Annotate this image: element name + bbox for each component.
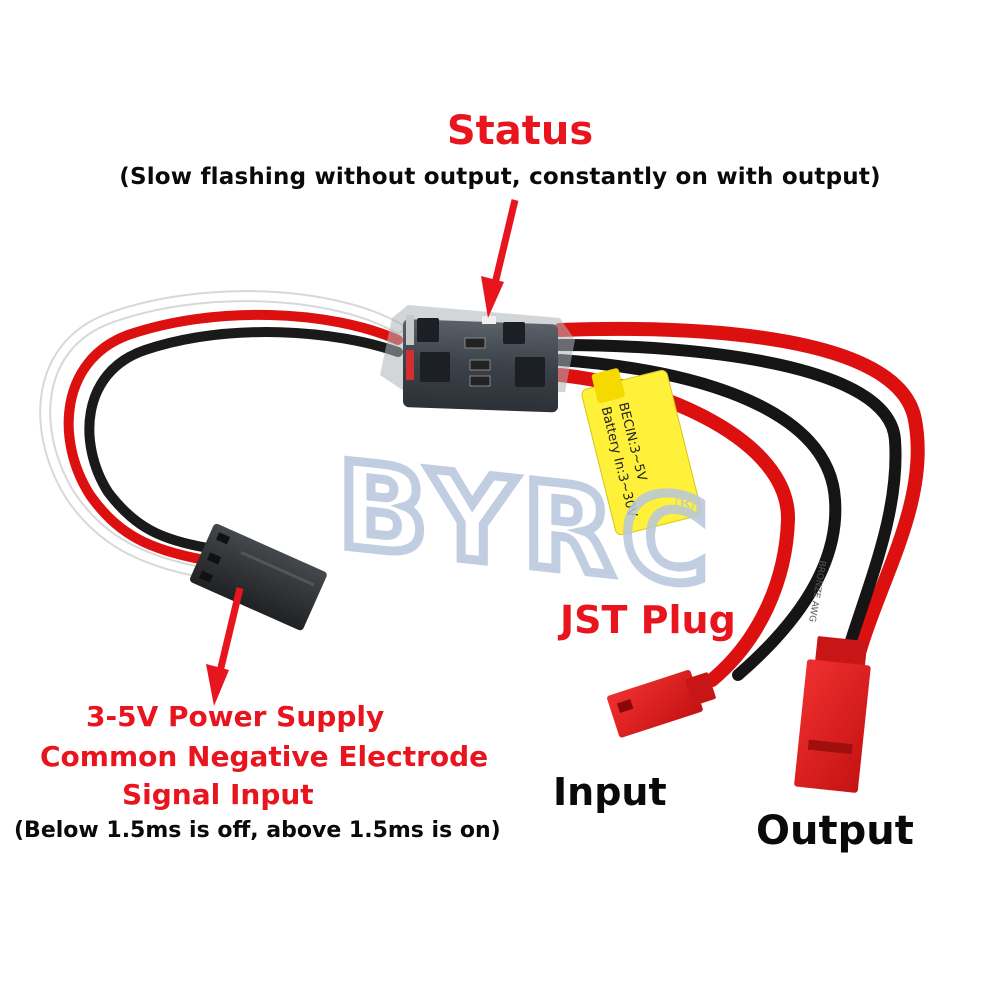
output-wire-black bbox=[554, 339, 902, 656]
status-title: Status bbox=[446, 108, 594, 154]
common-negative-label: Common Negative Electrode bbox=[40, 740, 489, 773]
status-arrow-line bbox=[489, 199, 519, 293]
status-arrow-head bbox=[481, 276, 504, 318]
output-label: Output bbox=[756, 808, 914, 854]
servo-plug bbox=[190, 523, 327, 631]
arrows bbox=[206, 199, 519, 706]
servo-wire-black bbox=[84, 327, 403, 553]
input-wire-black bbox=[554, 354, 842, 681]
signal-input-label: Signal Input bbox=[122, 778, 314, 811]
input-label: Input bbox=[553, 770, 667, 814]
jst-output-plug bbox=[794, 636, 871, 793]
power-arrow-line bbox=[214, 587, 244, 681]
output-wire-red bbox=[553, 321, 925, 657]
status-description: (Slow flashing without output, constantl… bbox=[119, 164, 881, 190]
power-arrow-head bbox=[206, 664, 229, 706]
jst-plug-label: JST Plug bbox=[560, 598, 736, 642]
servo-wire-white-core bbox=[41, 292, 402, 576]
power-supply-label: 3-5V Power Supply bbox=[86, 700, 385, 733]
switch-module bbox=[380, 305, 575, 413]
signal-threshold-note: (Below 1.5ms is off, above 1.5ms is on) bbox=[14, 818, 501, 843]
status-led bbox=[482, 316, 496, 324]
servo-wire-red bbox=[63, 309, 403, 565]
jst-input-plug bbox=[607, 670, 716, 738]
watermark-mark: ® bbox=[672, 489, 698, 519]
servo-lead bbox=[39, 290, 404, 578]
